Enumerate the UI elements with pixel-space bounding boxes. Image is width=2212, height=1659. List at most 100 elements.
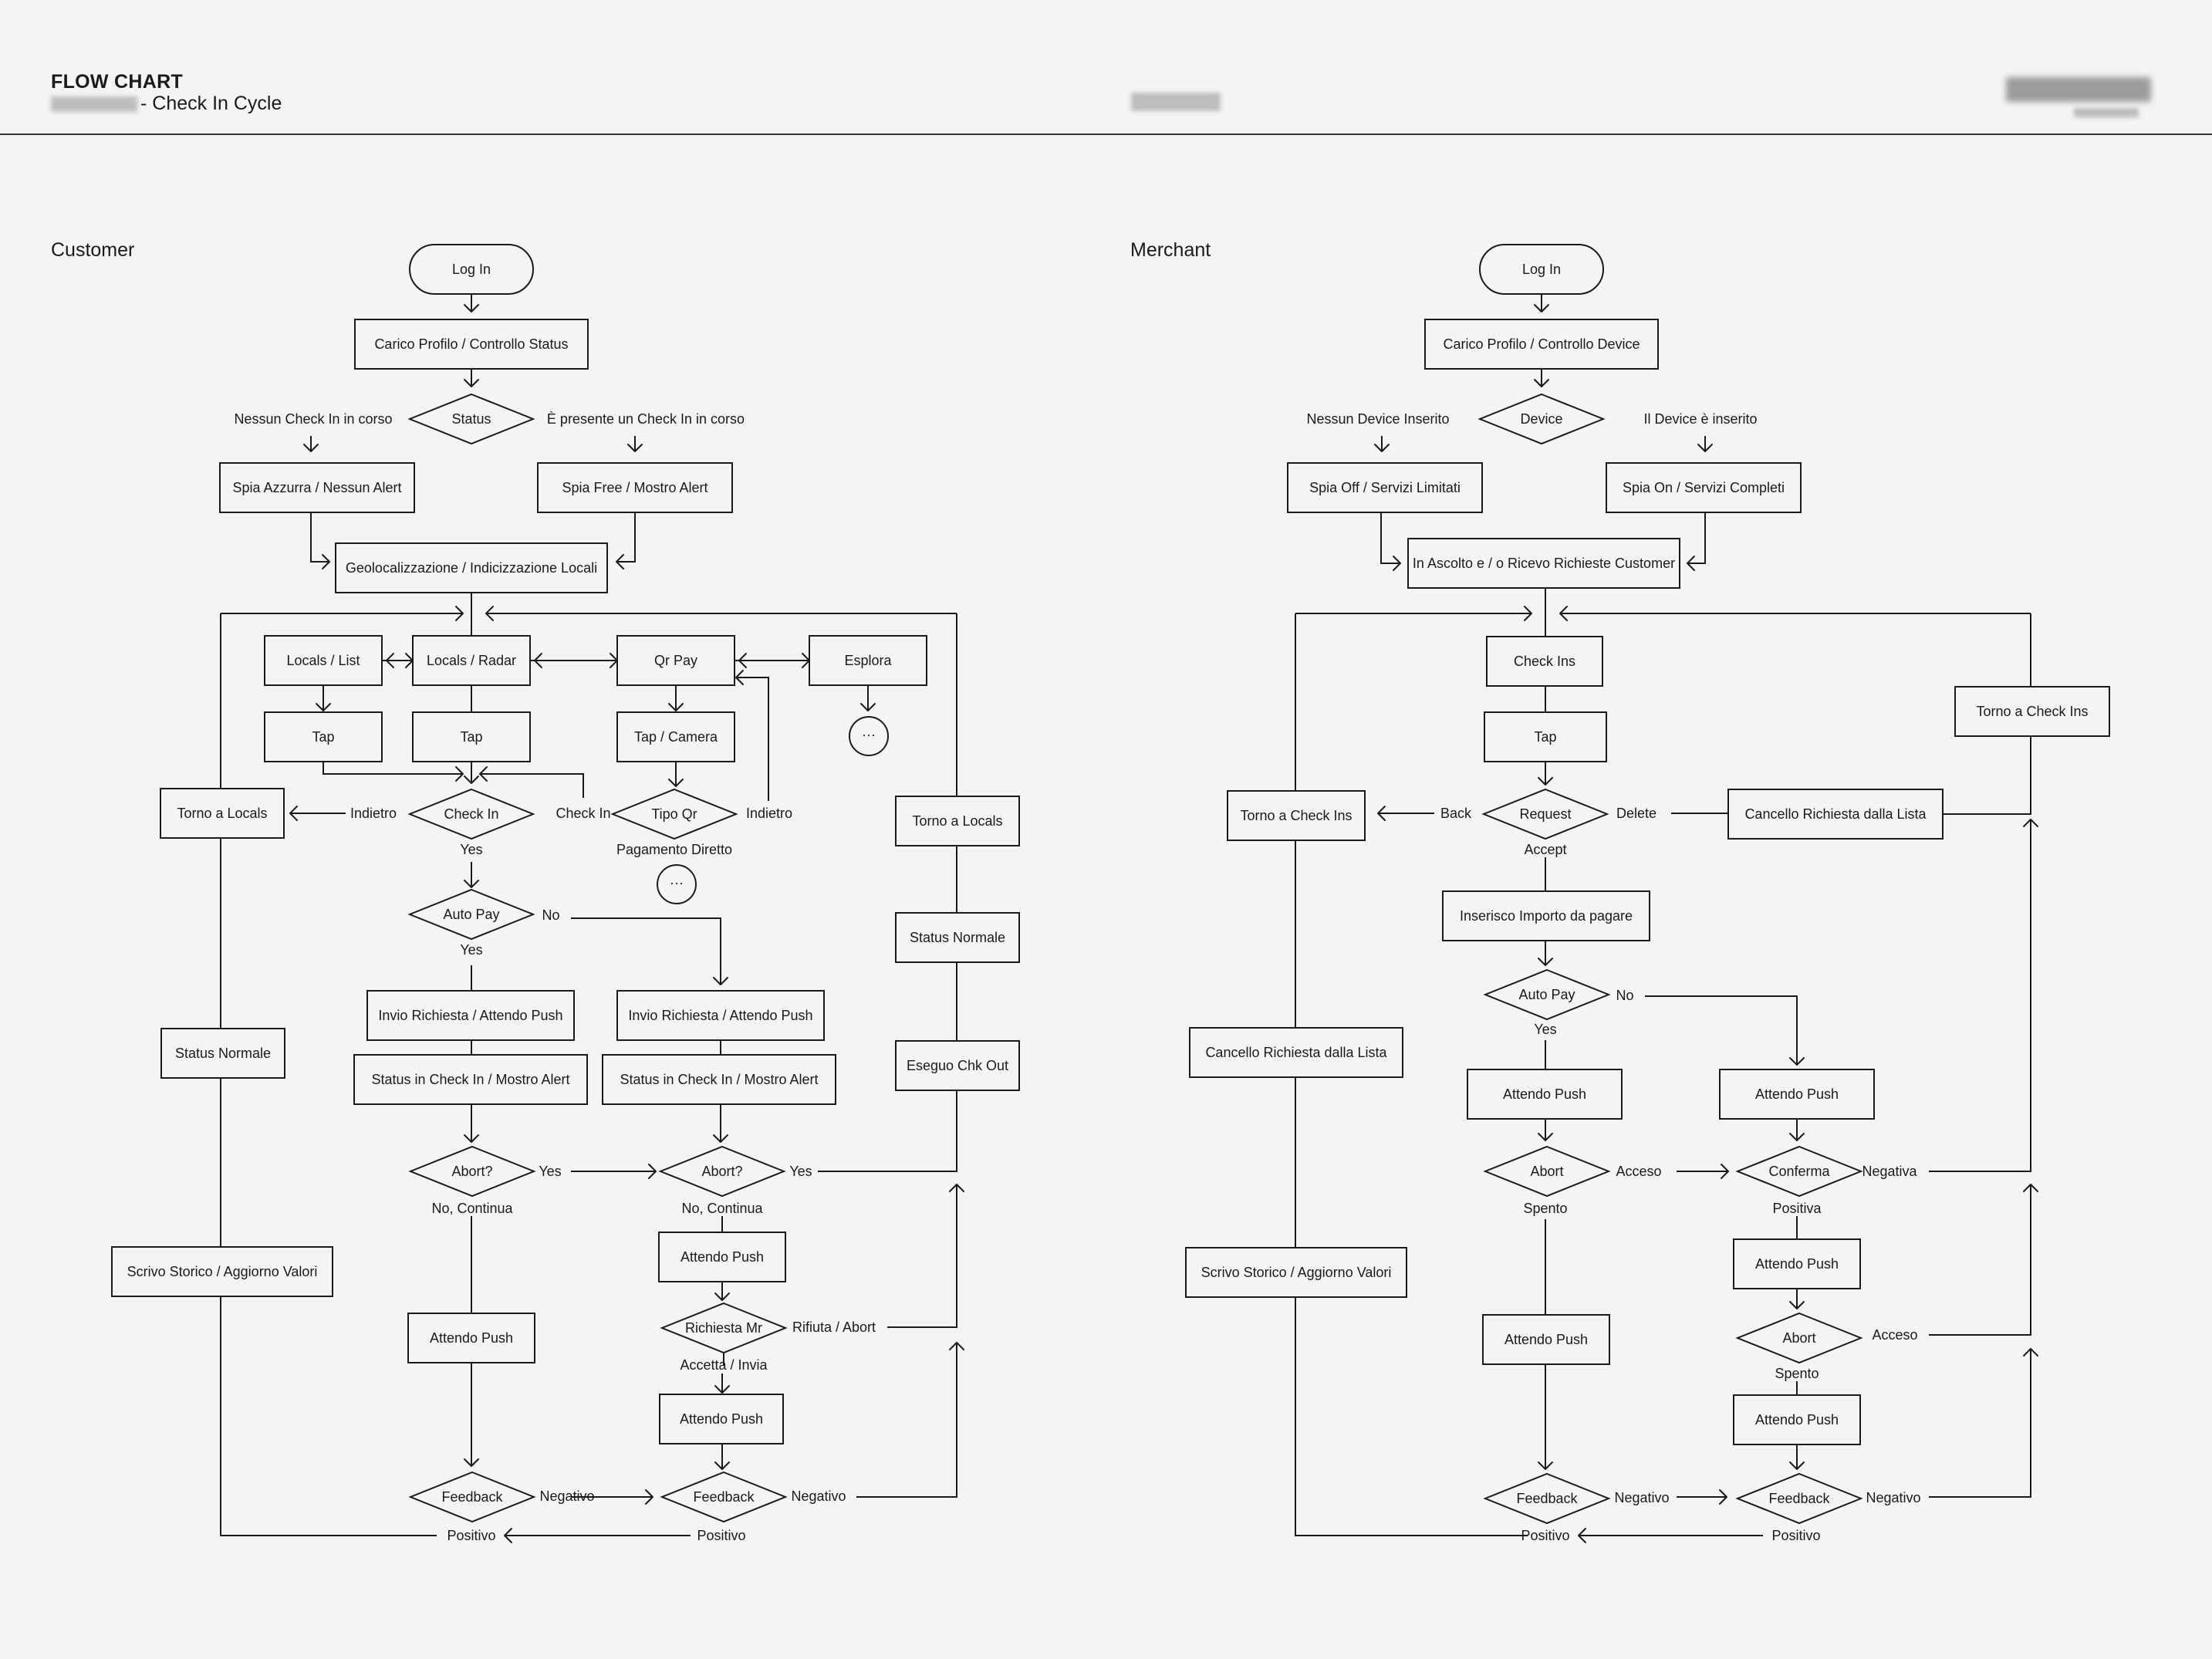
merchant-login-node[interactable] — [1479, 244, 1604, 295]
merchant-attendo-push-node-1[interactable] — [1467, 1069, 1623, 1120]
page-header: FLOW CHART - Check In Cycle — [0, 0, 2212, 135]
merchant-cancello-right-node[interactable] — [1727, 789, 1944, 840]
customer-locals-radar-node[interactable] — [412, 635, 531, 686]
merchant-load-profile-node-label: Carico Profilo / Controllo Device — [1443, 336, 1640, 352]
customer-status-normale-right-node-label: Status Normale — [910, 930, 1005, 945]
merchant-device-decision-label: Device — [1520, 411, 1562, 427]
merchant-torno-checkins-right-node[interactable] — [1954, 686, 2110, 737]
merchant-abort-decision-2-label: Abort — [1782, 1330, 1815, 1346]
merchant-scrivo-storico-node[interactable] — [1185, 1247, 1407, 1298]
customer-esplora-more-node[interactable] — [849, 716, 889, 756]
arrowhead-d — [1789, 1461, 1805, 1470]
merchant-feedback-decision-left[interactable] — [1483, 1472, 1611, 1525]
merchant-cancello-left-node[interactable] — [1189, 1027, 1403, 1078]
customer-checkin-decision[interactable] — [407, 788, 535, 840]
connector-line — [571, 917, 721, 985]
merchant-autopay-no-label: No — [1616, 988, 1633, 1003]
customer-richiesta-mr-decision[interactable] — [660, 1302, 788, 1354]
merchant-accept-label: Accept — [1524, 842, 1566, 857]
merchant-feedback-decision-right[interactable] — [1735, 1472, 1863, 1525]
merchant-spia-on-node[interactable] — [1606, 462, 1802, 513]
customer-torno-locals-left-node[interactable] — [160, 788, 285, 839]
customer-status-checkin-left-node[interactable] — [353, 1054, 588, 1105]
connector-line — [480, 773, 584, 798]
merchant-conferma-decision[interactable] — [1735, 1145, 1863, 1198]
subtitle-text: - Check In Cycle — [140, 93, 282, 114]
merchant-torno-checkins-left-node[interactable] — [1227, 790, 1366, 841]
customer-torno-locals-right-node[interactable] — [895, 796, 1020, 846]
merchant-attendo-push-node-4[interactable] — [1482, 1314, 1610, 1365]
arrowhead-d — [464, 1134, 479, 1143]
customer-status-normale-right-node[interactable] — [895, 912, 1020, 963]
customer-invio-richiesta-right-node[interactable] — [616, 990, 825, 1041]
connector-line — [220, 1296, 437, 1536]
customer-locals-list-node[interactable] — [264, 635, 383, 686]
customer-attendo-push-node-1-label: Attendo Push — [680, 1249, 764, 1265]
customer-no-continua-right-label: No, Continua — [681, 1201, 763, 1216]
customer-tipo-qr-decision[interactable] — [610, 788, 738, 840]
merchant-abort-decision-2[interactable] — [1735, 1312, 1863, 1364]
customer-tap-camera-node[interactable] — [616, 711, 735, 762]
redacted-logo — [2006, 74, 2154, 122]
customer-attendo-push-node-2[interactable] — [407, 1313, 535, 1363]
merchant-attendo-push-node-3[interactable] — [1733, 1238, 1861, 1289]
customer-abort-decision-right[interactable] — [658, 1145, 786, 1198]
customer-tap-list-node[interactable] — [264, 711, 383, 762]
arrowhead-d — [464, 379, 479, 387]
merchant-inserisco-importo-node[interactable] — [1442, 890, 1650, 941]
merchant-spia-off-node[interactable] — [1287, 462, 1483, 513]
arrowhead-d — [464, 880, 479, 888]
customer-attendo-push-node-3[interactable] — [659, 1394, 784, 1444]
merchant-feedback-positivo-right-label: Positivo — [1771, 1528, 1820, 1543]
arrowhead-d — [1789, 1301, 1805, 1309]
connector-lines — [220, 294, 2031, 1536]
customer-pagamento-more-node[interactable] — [657, 864, 697, 904]
customer-qr-pay-node[interactable] — [616, 635, 735, 686]
customer-attendo-push-node-2-label: Attendo Push — [430, 1330, 513, 1346]
merchant-attendo-push-node-2[interactable] — [1719, 1069, 1875, 1120]
customer-tipo-qr-decision-label: Tipo Qr — [651, 806, 697, 822]
customer-load-profile-node[interactable] — [354, 319, 589, 370]
connector-line — [736, 677, 769, 801]
page-title: FLOW CHART — [51, 71, 184, 93]
customer-autopay-decision[interactable] — [407, 888, 535, 941]
customer-no-continua-left-label: No, Continua — [431, 1201, 513, 1216]
customer-status-normale-left-node[interactable] — [160, 1028, 285, 1079]
customer-torno-locals-right-node-label: Torno a Locals — [912, 813, 1002, 829]
merchant-tap-node[interactable] — [1484, 711, 1607, 762]
arrowhead-l — [1687, 556, 1695, 571]
customer-spia-free-node[interactable] — [537, 462, 733, 513]
customer-attendo-push-node-1[interactable] — [658, 1232, 786, 1282]
merchant-autopay-decision-label: Auto Pay — [1518, 987, 1575, 1002]
customer-geolocation-node[interactable] — [335, 542, 608, 593]
customer-eseguo-chkout-node[interactable] — [895, 1040, 1020, 1091]
connector-line — [310, 512, 329, 563]
merchant-feedback-decision-left-label: Feedback — [1516, 1491, 1578, 1506]
customer-feedback-decision-right[interactable] — [660, 1471, 788, 1523]
customer-abort-decision-left[interactable] — [408, 1145, 536, 1198]
merchant-attendo-push-node-5[interactable] — [1733, 1394, 1861, 1445]
merchant-load-profile-node[interactable] — [1424, 319, 1659, 370]
merchant-request-decision[interactable] — [1481, 788, 1609, 840]
merchant-device-decision[interactable] — [1477, 393, 1606, 445]
arrowhead-d — [464, 775, 479, 784]
customer-status-checkin-right-node-label: Status in Check In / Mostro Alert — [620, 1072, 818, 1087]
merchant-check-ins-node[interactable] — [1486, 636, 1603, 687]
customer-scrivo-storico-node[interactable] — [111, 1246, 333, 1297]
merchant-autopay-decision[interactable] — [1483, 968, 1611, 1021]
merchant-listening-node[interactable] — [1407, 538, 1680, 589]
merchant-abort-decision-1[interactable] — [1483, 1145, 1611, 1198]
customer-esplora-node[interactable] — [809, 635, 927, 686]
customer-feedback-decision-left[interactable] — [408, 1471, 536, 1523]
customer-status-checkin-right-node[interactable] — [602, 1054, 836, 1105]
customer-tap-radar-node[interactable] — [412, 711, 531, 762]
customer-login-node[interactable] — [409, 244, 534, 295]
merchant-conferma-negativa-label: Negativa — [1862, 1164, 1917, 1179]
merchant-torno-checkins-right-node-label: Torno a Check Ins — [1976, 704, 2088, 719]
customer-feedback-decision-right-label: Feedback — [693, 1489, 755, 1505]
customer-invio-richiesta-left-node[interactable] — [366, 990, 575, 1041]
customer-status-decision[interactable] — [407, 393, 535, 445]
arrowhead-r — [645, 1489, 653, 1505]
customer-attendo-push-node-3-label: Attendo Push — [680, 1411, 763, 1427]
customer-spia-azzurra-node[interactable] — [219, 462, 415, 513]
